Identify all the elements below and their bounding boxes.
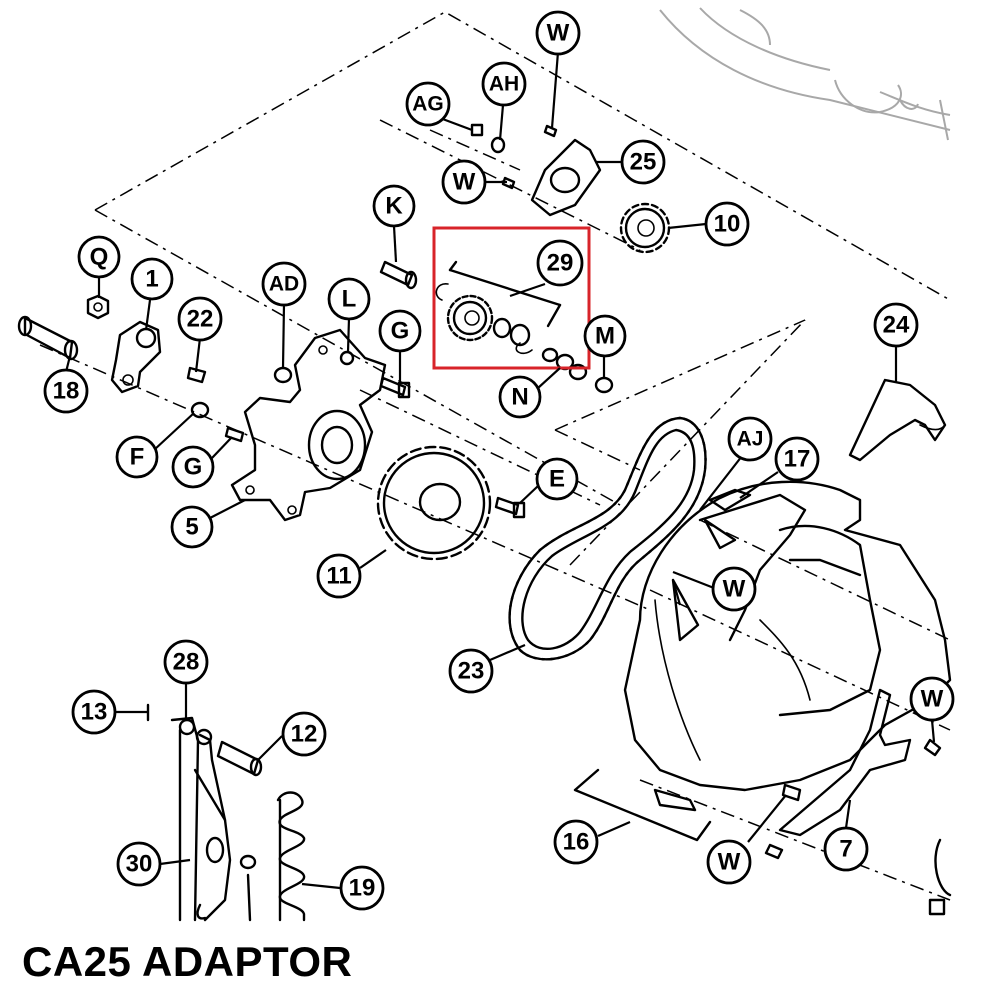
callout-k: K: [372, 184, 416, 228]
callout-f: F: [115, 435, 159, 479]
callout-label-w-top: W: [547, 20, 570, 47]
callout-aj: AJ: [727, 416, 773, 462]
callout-w-guard: W: [711, 566, 757, 612]
callout-label-g-upper: G: [391, 318, 410, 345]
part-19-spring: [276, 791, 306, 922]
callout-q: Q: [77, 235, 121, 279]
callout-7: 7: [823, 826, 869, 872]
callout-label-22: 22: [187, 306, 214, 333]
callout-label-23: 23: [458, 658, 485, 685]
callout-11: 11: [316, 553, 362, 599]
callout-w-right: W: [909, 676, 955, 722]
callout-w-top: W: [535, 10, 581, 56]
callout-g-lower: G: [171, 445, 215, 489]
callout-ah: AH: [481, 61, 527, 107]
callout-label-7: 7: [839, 836, 852, 863]
callout-22: 22: [177, 296, 223, 342]
callout-n: N: [498, 375, 542, 419]
callout-19: 19: [339, 865, 385, 911]
callout-m: M: [583, 314, 627, 358]
callout-label-q: Q: [90, 244, 109, 271]
callout-label-m: M: [595, 323, 615, 350]
callout-label-5: 5: [185, 514, 198, 541]
callout-13: 13: [71, 689, 117, 735]
part-30-link-assembly: [170, 716, 257, 922]
callout-label-w-guard: W: [723, 576, 746, 603]
part-10-small-sprocket: [619, 202, 671, 254]
part-q-nut: [86, 294, 110, 320]
background-machine-outline: [659, 7, 951, 141]
callout-label-24: 24: [883, 312, 910, 339]
leader-lines: [64, 51, 936, 890]
callout-label-l: L: [342, 286, 357, 313]
callout-30: 30: [116, 841, 162, 887]
part-25-plate: [530, 138, 602, 217]
callout-label-18: 18: [53, 378, 80, 405]
part-11-large-sprocket: [376, 445, 492, 561]
callout-label-17: 17: [784, 446, 811, 473]
callout-12: 12: [281, 711, 327, 757]
callout-label-g-lower: G: [184, 454, 203, 481]
callout-label-n: N: [511, 384, 528, 411]
callout-label-29: 29: [547, 250, 574, 277]
callout-label-w-right: W: [921, 686, 944, 713]
callout-label-10: 10: [714, 211, 741, 238]
part-1-bracket: [110, 320, 162, 394]
part-e-bolt: [494, 496, 526, 519]
part-7-lower-bracket: [778, 688, 912, 837]
callout-18: 18: [43, 368, 89, 414]
callout-label-ad: AD: [269, 273, 299, 296]
callout-e: E: [535, 457, 579, 501]
callout-label-16: 16: [563, 829, 590, 856]
callout-ad: AD: [261, 261, 307, 307]
callout-label-13: 13: [81, 699, 108, 726]
callout-10: 10: [704, 201, 750, 247]
callout-ag: AG: [405, 81, 451, 127]
callout-w-bottom: W: [706, 839, 752, 885]
part-29-highlight-box: [432, 226, 591, 370]
callout-label-28: 28: [173, 649, 200, 676]
callout-w-25: W: [441, 159, 487, 205]
callout-label-e: E: [549, 466, 565, 493]
callout-28: 28: [163, 639, 209, 685]
hardware-washers-bolts: [190, 260, 418, 443]
callout-label-12: 12: [291, 721, 318, 748]
callout-23: 23: [448, 648, 494, 694]
callout-label-11: 11: [326, 563, 351, 590]
part-29-idler-assembly: [435, 260, 614, 394]
part-24-bracket: [848, 378, 947, 462]
part-23-chain: [508, 416, 707, 661]
callout-label-ah: AH: [489, 73, 519, 96]
part-22-pin: [186, 366, 207, 384]
callout-g-upper: G: [378, 309, 422, 353]
callout-l: L: [327, 277, 371, 321]
callout-29: 29: [536, 239, 584, 287]
callout-1: 1: [130, 257, 174, 301]
callout-16: 16: [553, 819, 599, 865]
callout-label-25: 25: [630, 149, 657, 176]
callout-17: 17: [774, 436, 820, 482]
part-16-bracket-lines: [573, 768, 712, 842]
callout-24: 24: [873, 302, 919, 348]
part-12-pin: [216, 740, 263, 777]
callout-5: 5: [170, 505, 214, 549]
callout-label-f: F: [130, 444, 145, 471]
callout-label-19: 19: [349, 875, 376, 902]
part-17-chain-guard: [623, 480, 952, 792]
callout-label-w-bottom: W: [718, 849, 741, 876]
callout-label-w-25: W: [453, 169, 476, 196]
diagram-caption: CA25 ADAPTOR: [22, 938, 353, 985]
part-5-mount-plate: [230, 328, 387, 522]
callout-25: 25: [620, 139, 666, 185]
callout-label-k: K: [385, 193, 403, 220]
callout-label-30: 30: [126, 851, 153, 878]
callout-label-ag: AG: [412, 93, 444, 116]
callout-label-aj: AJ: [737, 428, 764, 451]
callout-label-1: 1: [145, 266, 158, 293]
misc-clips: [653, 578, 952, 916]
part-18-shaft: [17, 315, 79, 361]
